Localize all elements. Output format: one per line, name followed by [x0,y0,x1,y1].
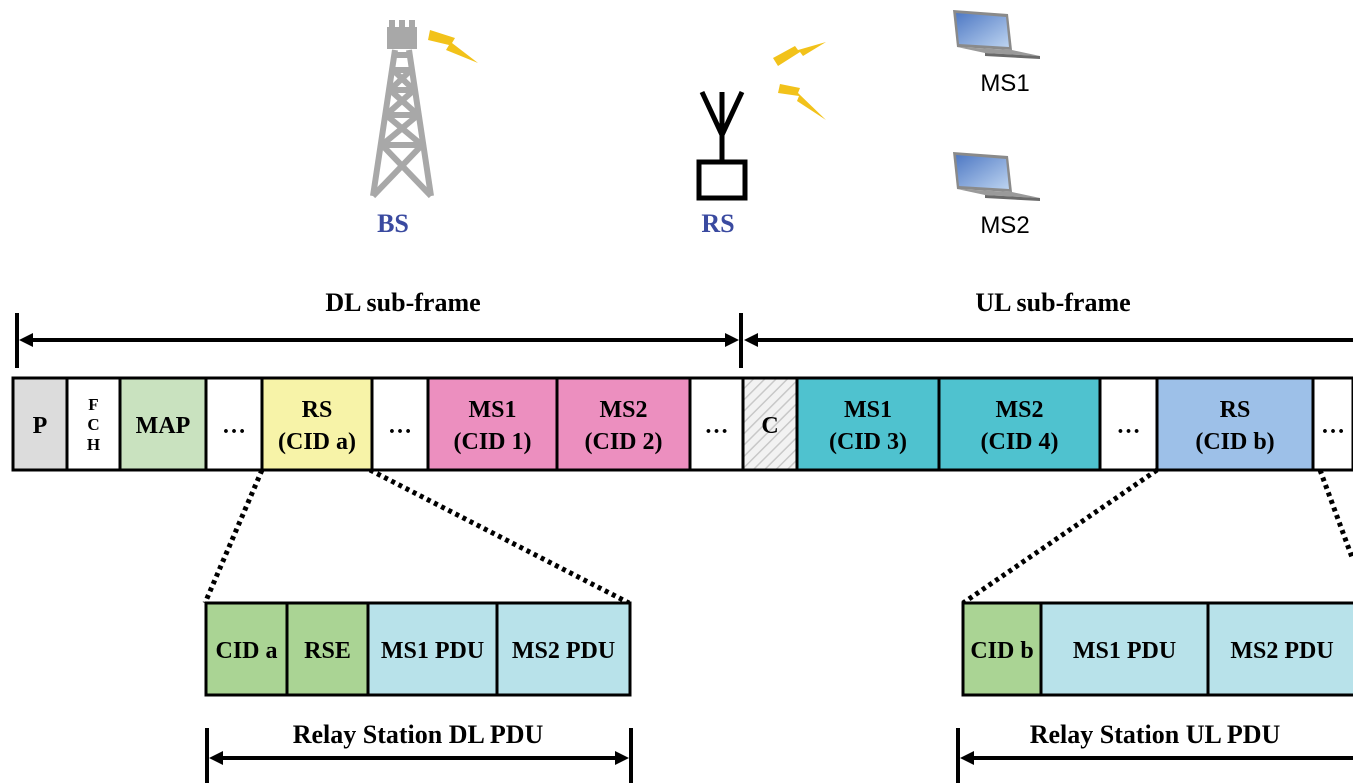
frame-cell-label: (CID 4) [981,429,1059,455]
frame-cell: RS (CID b) [1155,376,1315,472]
laptop-icon [953,152,1040,201]
pdu-cell-label: RSE [304,638,351,664]
frame-cell: … [688,376,745,472]
frame-cell-label: … [1117,413,1141,439]
frame-cell: … [1098,376,1159,472]
frame-cell: MAP [118,376,208,472]
pdu-cell: MS2 PDU [495,601,632,697]
pdu-cell-label: CID b [970,638,1033,664]
frame-cell: FCH [65,376,122,472]
frame-cell: MS2 (CID 4) [937,376,1102,472]
pdu-cell: MS1 PDU [1039,601,1210,697]
frame-cell: RS (CID a) [260,376,374,472]
frame-cell: MS2 (CID 2) [555,376,692,472]
pdu-cell: RSE [285,601,370,697]
frame-cell-label: C [87,415,99,434]
pdu-cell: CID a [204,601,289,697]
pdu-cell-label: MS2 PDU [1230,638,1333,664]
pdu-cell-label: CID a [215,638,277,664]
frame-cell-label: (CID 1) [454,429,532,455]
rs-label: RS [701,209,734,238]
frame-cell-label: … [222,413,246,439]
frame-cell-label: MAP [136,413,191,439]
pdu-cell-label: MS2 PDU [512,638,615,664]
frame-cell-label: RS [302,397,333,423]
frame-cell-label: MS1 [844,397,892,423]
frame-cell: C [741,376,799,472]
ul-subframe-label: UL sub-frame [975,288,1130,317]
ms1-label: MS1 [980,70,1029,97]
ul-subframe-arrow [744,333,1353,347]
frame-cell-label: (CID b) [1195,429,1274,455]
frame-cell-label: H [87,435,100,454]
frame-cell-label: MS1 [469,397,517,423]
lightning-icon [428,30,478,63]
lightning-icon [778,84,826,120]
ul-pdu-title: Relay Station UL PDU [1030,720,1281,749]
ms2-label: MS2 [980,212,1029,239]
frame-cell-label: F [88,395,98,414]
frame-cell-label: C [761,413,778,439]
pdu-cell: MS1 PDU [366,601,499,697]
frame-cell-label: (CID 3) [829,429,907,455]
antenna-icon [696,90,748,201]
pdu-cell: CID b [961,601,1043,697]
ul-pdu-row: CID b MS1 PDU MS2 PDU [961,601,1353,697]
ul-pdu-arrow [956,728,1353,783]
frame-cell: P [11,376,69,472]
pdu-cell-label: MS1 PDU [1073,638,1176,664]
frame-cell-label: P [33,413,48,439]
tower-icon [370,20,434,199]
frame-cell: MS1 (CID 3) [795,376,941,472]
frame-cell-label: (CID 2) [585,429,663,455]
frame-cell-label: MS2 [600,397,648,423]
frame-cell-label: MS2 [996,397,1044,423]
frame-cell-label: … [1321,413,1345,439]
pdu-cell-label: MS1 PDU [381,638,484,664]
frame-cell: … [1311,376,1353,472]
frame-cell-label: … [705,413,729,439]
lightning-icon [773,42,826,66]
frame-cell-label: (CID a) [278,429,356,455]
dl-pdu-title: Relay Station DL PDU [293,720,544,749]
pdu-cell: MS2 PDU [1206,601,1353,697]
frame-cell-label: RS [1220,397,1251,423]
zoom-lines [202,467,1353,606]
dl-pdu-arrow [205,728,633,783]
frame-cell: MS1 (CID 1) [426,376,559,472]
dl-subframe-arrow [15,313,743,368]
dl-subframe-label: DL sub-frame [325,288,480,317]
dl-pdu-row: CID a RSE MS1 PDU MS2 PDU [204,601,632,697]
bs-label: BS [377,209,409,238]
frame-cell: … [370,376,430,472]
laptop-icon [953,10,1040,59]
frame-cell-label: … [388,413,412,439]
frame-cell: … [204,376,264,472]
